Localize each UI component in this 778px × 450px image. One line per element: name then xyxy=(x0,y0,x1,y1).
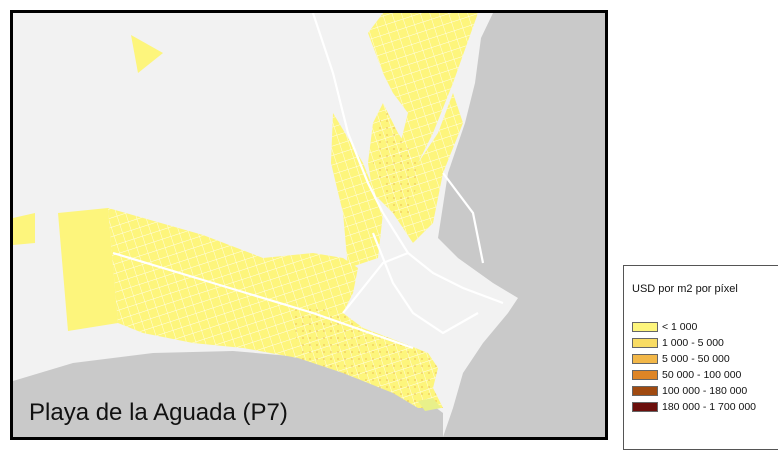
roads xyxy=(112,13,504,350)
legend-label: 1 000 - 5 000 xyxy=(662,336,724,349)
map-frame: Playa de la Aguada (P7) xyxy=(10,10,608,440)
map-canvas xyxy=(13,13,605,437)
legend-label: 180 000 - 1 700 000 xyxy=(662,400,756,413)
legend-swatch xyxy=(632,337,658,348)
legend-item: 5 000 - 50 000 xyxy=(632,352,730,365)
legend-swatch xyxy=(632,385,658,396)
parcel-zone-west-edge xyxy=(13,213,35,245)
legend-item: 100 000 - 180 000 xyxy=(632,384,748,397)
legend-swatch xyxy=(632,353,658,364)
bay-south xyxy=(13,351,443,437)
legend-swatch xyxy=(632,369,658,380)
legend-label: < 1 000 xyxy=(662,320,698,333)
legend-label: 50 000 - 100 000 xyxy=(662,368,742,381)
legend-item: 1 000 - 5 000 xyxy=(632,336,724,349)
legend-label: 100 000 - 180 000 xyxy=(662,384,748,397)
tip-point xyxy=(418,398,441,411)
legend-item: 50 000 - 100 000 xyxy=(632,368,742,381)
value-speckles xyxy=(293,103,443,408)
legend-title: USD por m2 por píxel xyxy=(632,283,738,295)
legend-swatch xyxy=(632,401,658,412)
legend-item: < 1 000 xyxy=(632,320,698,333)
legend: USD por m2 por píxel < 1 000 1 000 - 5 0… xyxy=(623,265,778,450)
parcel-zone-west-block xyxy=(58,208,118,331)
map-title: Playa de la Aguada (P7) xyxy=(29,399,288,426)
legend-item: 180 000 - 1 700 000 xyxy=(632,400,756,413)
ocean-east xyxy=(438,13,605,437)
legend-swatch xyxy=(632,321,658,332)
parcel-zone-north-triangle xyxy=(131,35,163,73)
legend-label: 5 000 - 50 000 xyxy=(662,352,730,365)
